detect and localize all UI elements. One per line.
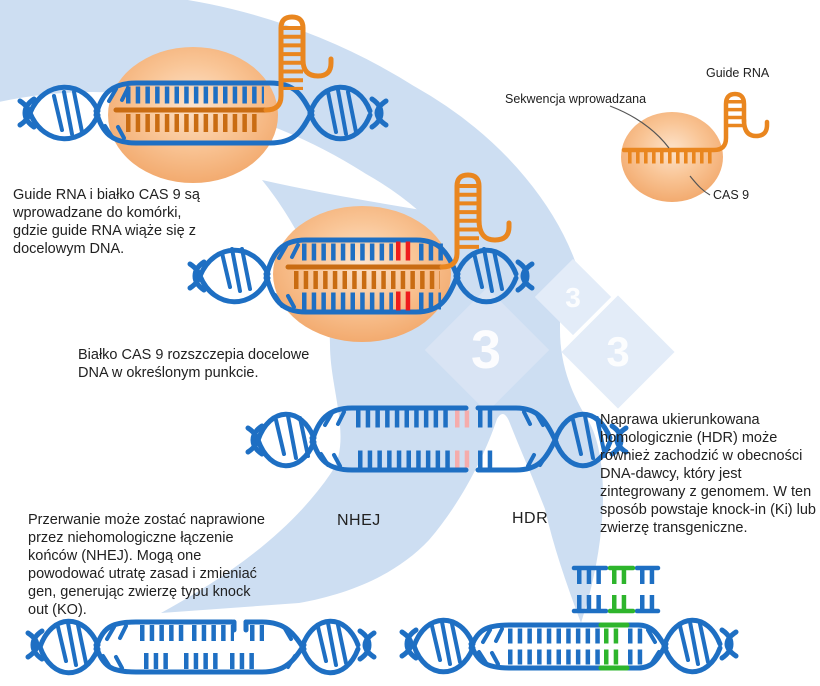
label-cas9: CAS 9: [713, 188, 750, 202]
caption-nhej: Przerwanie może zostać naprawione przez …: [28, 512, 265, 618]
pointer-line-sequence: [609, 105, 670, 149]
insert-green-strand: [598, 622, 630, 671]
label-nhej-pathway: NHEJ: [337, 512, 381, 529]
dna-base-pair-ticks: [274, 410, 607, 468]
donor-dna-fragment: [571, 565, 661, 614]
guide-rna-small: [621, 91, 770, 153]
watermark-digit: 3: [471, 320, 501, 380]
cas9-legend-small: [609, 91, 770, 202]
hdr-repaired-dna: [399, 617, 739, 675]
cas9-protein-icon: [621, 112, 723, 202]
nhej-repaired-dna: [25, 618, 377, 676]
cas9-complex-2: [187, 172, 535, 342]
donor-insert-green-strand: [607, 565, 636, 614]
watermark-digit: 3: [565, 282, 581, 313]
cut-dna: [245, 405, 629, 473]
label-guide-rna: Guide RNA: [706, 66, 770, 80]
guide-rna-strand-2: [285, 264, 445, 289]
guide-rna-strand-1: [113, 107, 269, 132]
watermark-digit: 3: [606, 328, 629, 375]
pointer-line-cas9: [689, 175, 711, 196]
dna-base-pair-ticks: [220, 243, 504, 309]
label-inserted-sequence: Sekwencja wprowadzana: [505, 92, 647, 106]
label-hdr-pathway: HDR: [512, 510, 549, 527]
caption-step1: Guide RNA i białko CAS 9 są wprowadzane …: [13, 187, 200, 257]
dna-base-pair-ticks: [52, 86, 358, 140]
watermark-diamond-small: [534, 258, 612, 336]
dna-base-pair-ticks: [56, 621, 348, 670]
caption-step2: Białko CAS 9 rozszczepia docelowe DNA w …: [78, 347, 310, 381]
dna-base-pair-ticks: [430, 620, 710, 666]
guide-rna-hairpin-1: [263, 14, 334, 113]
caption-hdr: Naprawa ukierunkowana homologicznie (HDR…: [600, 412, 816, 536]
cas9-complex-1: [17, 14, 389, 183]
dna-helix-target-1: [17, 80, 389, 146]
guide-rna-hairpin-2: [439, 172, 512, 270]
